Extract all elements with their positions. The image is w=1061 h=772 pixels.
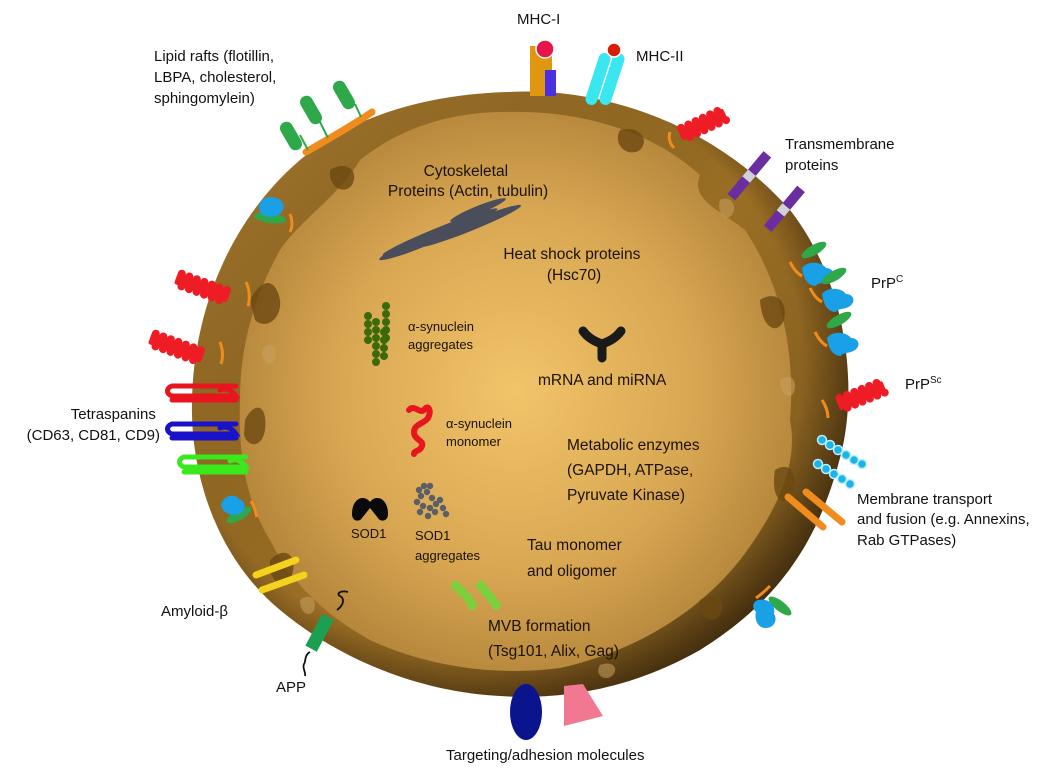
alpha-synuclein-monomer-icon bbox=[406, 404, 433, 457]
flotillin-icon bbox=[280, 80, 362, 151]
label-mhc2: MHC-II bbox=[636, 48, 684, 65]
adhesion-molecule-navy-icon bbox=[510, 684, 542, 740]
label-membrane-transport: Membrane transport and fusion (e.g. Anne… bbox=[857, 491, 1034, 549]
label-metabolic-line: (GAPDH, ATPase, bbox=[567, 462, 693, 479]
label-membrane-transport-line: Membrane transport bbox=[857, 491, 993, 508]
label-heat-shock-line: (Hsc70) bbox=[547, 267, 601, 284]
label-amyloid-beta: Amyloid-β bbox=[161, 603, 228, 620]
membrane-highlights bbox=[262, 198, 796, 679]
membrane-texture bbox=[244, 129, 795, 620]
prpc-icon-left-bottom bbox=[221, 495, 259, 524]
label-sod1-aggregates-line: aggregates bbox=[415, 548, 481, 563]
label-tetraspanins-line: (CD63, CD81, CD9) bbox=[27, 427, 160, 444]
label-lipid-rafts-line: LBPA, cholesterol, bbox=[154, 69, 276, 86]
label-syn-aggregates: α-synuclein aggregates bbox=[408, 319, 478, 352]
label-metabolic-line: Pyruvate Kinase) bbox=[567, 487, 685, 504]
label-mvb: MVB formation (Tsg101, Alix, Gag) bbox=[488, 618, 619, 660]
label-prpsc-base: PrP bbox=[905, 376, 930, 393]
label-membrane-transport-line: Rab GTPases) bbox=[857, 532, 956, 549]
label-syn-monomer: α-synuclein monomer bbox=[446, 416, 516, 449]
adhesion-molecule-pink-icon bbox=[564, 684, 603, 726]
label-metabolic-line: Metabolic enzymes bbox=[567, 437, 700, 454]
label-tau: Tau monomer and oligomer bbox=[527, 537, 626, 580]
prpsc-fibril-left-1 bbox=[174, 269, 231, 305]
label-cytoskeletal-line: Cytoskeletal bbox=[424, 163, 508, 180]
rab-gtpase-icon bbox=[784, 488, 846, 531]
vesicle bbox=[191, 91, 849, 697]
prpc-icon-lower bbox=[753, 584, 792, 628]
prpsc-fibril-left-2 bbox=[148, 329, 205, 365]
label-lipid-rafts: Lipid rafts (flotillin, LBPA, cholestero… bbox=[154, 48, 280, 107]
label-prpc-sup: C bbox=[896, 274, 903, 285]
label-syn-monomer-line: α-synuclein bbox=[446, 416, 512, 431]
transmembrane-protein-icon bbox=[727, 151, 805, 232]
label-syn-monomer-line: monomer bbox=[446, 434, 502, 449]
label-rna: mRNA and miRNA bbox=[538, 372, 667, 389]
label-membrane-transport-line: and fusion (e.g. Annexins, bbox=[857, 511, 1030, 528]
label-transmembrane: Transmembrane proteins bbox=[785, 136, 899, 174]
label-prpsc: PrPSc bbox=[905, 375, 942, 393]
amyloid-beta-icon bbox=[252, 556, 308, 594]
label-prpc-base: PrP bbox=[871, 275, 896, 292]
label-syn-aggregates-line: α-synuclein bbox=[408, 319, 474, 334]
annexin-icon bbox=[812, 434, 868, 490]
label-sod1-aggregates: SOD1 aggregates bbox=[415, 528, 481, 563]
label-prpc: PrPC bbox=[871, 274, 903, 292]
prpsc-fibril-right bbox=[835, 378, 889, 412]
label-app: APP bbox=[276, 679, 306, 696]
label-tetraspanins-line: Tetraspanins bbox=[71, 406, 156, 423]
label-metabolic: Metabolic enzymes (GAPDH, ATPase, Pyruva… bbox=[567, 437, 704, 504]
label-heat-shock-line: Heat shock proteins bbox=[503, 246, 640, 263]
tau-oligomer-icon bbox=[451, 581, 501, 610]
mhc1-icon bbox=[530, 39, 556, 96]
tetraspanin-cd9-icon bbox=[177, 454, 251, 475]
label-sod1-aggregates-line: SOD1 bbox=[415, 528, 450, 543]
label-prpsc-sup: Sc bbox=[930, 375, 942, 386]
cytoskeleton-icon bbox=[379, 198, 522, 261]
label-heat-shock: Heat shock proteins (Hsc70) bbox=[503, 246, 644, 284]
label-cytoskeletal: Cytoskeletal Proteins (Actin, tubulin) bbox=[388, 163, 548, 200]
label-tau-line: Tau monomer bbox=[527, 537, 622, 554]
label-sod1: SOD1 bbox=[351, 526, 386, 541]
tetraspanin-cd81-icon bbox=[165, 421, 241, 441]
prpsc-fibril-top-right bbox=[677, 106, 731, 142]
label-transmembrane-line: proteins bbox=[785, 157, 838, 174]
lipid-raft bbox=[280, 80, 376, 156]
app-icon bbox=[302, 590, 349, 677]
label-lipid-rafts-line: Lipid rafts (flotillin, bbox=[154, 48, 274, 65]
alpha-synuclein-aggregates-icon bbox=[364, 302, 390, 366]
label-mhc1: MHC-I bbox=[517, 11, 560, 28]
lipid-raft-band bbox=[302, 108, 376, 156]
label-mvb-line: (Tsg101, Alix, Gag) bbox=[488, 643, 619, 660]
mhc2-icon bbox=[585, 42, 625, 105]
sod1-aggregates-icon bbox=[413, 482, 450, 520]
label-targeting: Targeting/adhesion molecules bbox=[446, 747, 644, 764]
label-transmembrane-line: Transmembrane bbox=[785, 136, 894, 153]
vesicle-lumen bbox=[239, 111, 792, 671]
tetraspanin-cd63-icon bbox=[165, 383, 241, 403]
rna-icon bbox=[578, 326, 626, 363]
prpc-icon-left-top bbox=[254, 196, 294, 233]
label-mvb-line: MVB formation bbox=[488, 618, 591, 635]
prpc-icon bbox=[788, 241, 859, 356]
label-tau-line: and oligomer bbox=[527, 563, 617, 580]
label-cytoskeletal-line: Proteins (Actin, tubulin) bbox=[388, 183, 548, 200]
label-syn-aggregates-line: aggregates bbox=[408, 337, 474, 352]
label-tetraspanins: Tetraspanins (CD63, CD81, CD9) bbox=[27, 406, 160, 444]
sod1-icon bbox=[352, 498, 388, 521]
label-lipid-rafts-line: sphingomylein) bbox=[154, 90, 255, 107]
